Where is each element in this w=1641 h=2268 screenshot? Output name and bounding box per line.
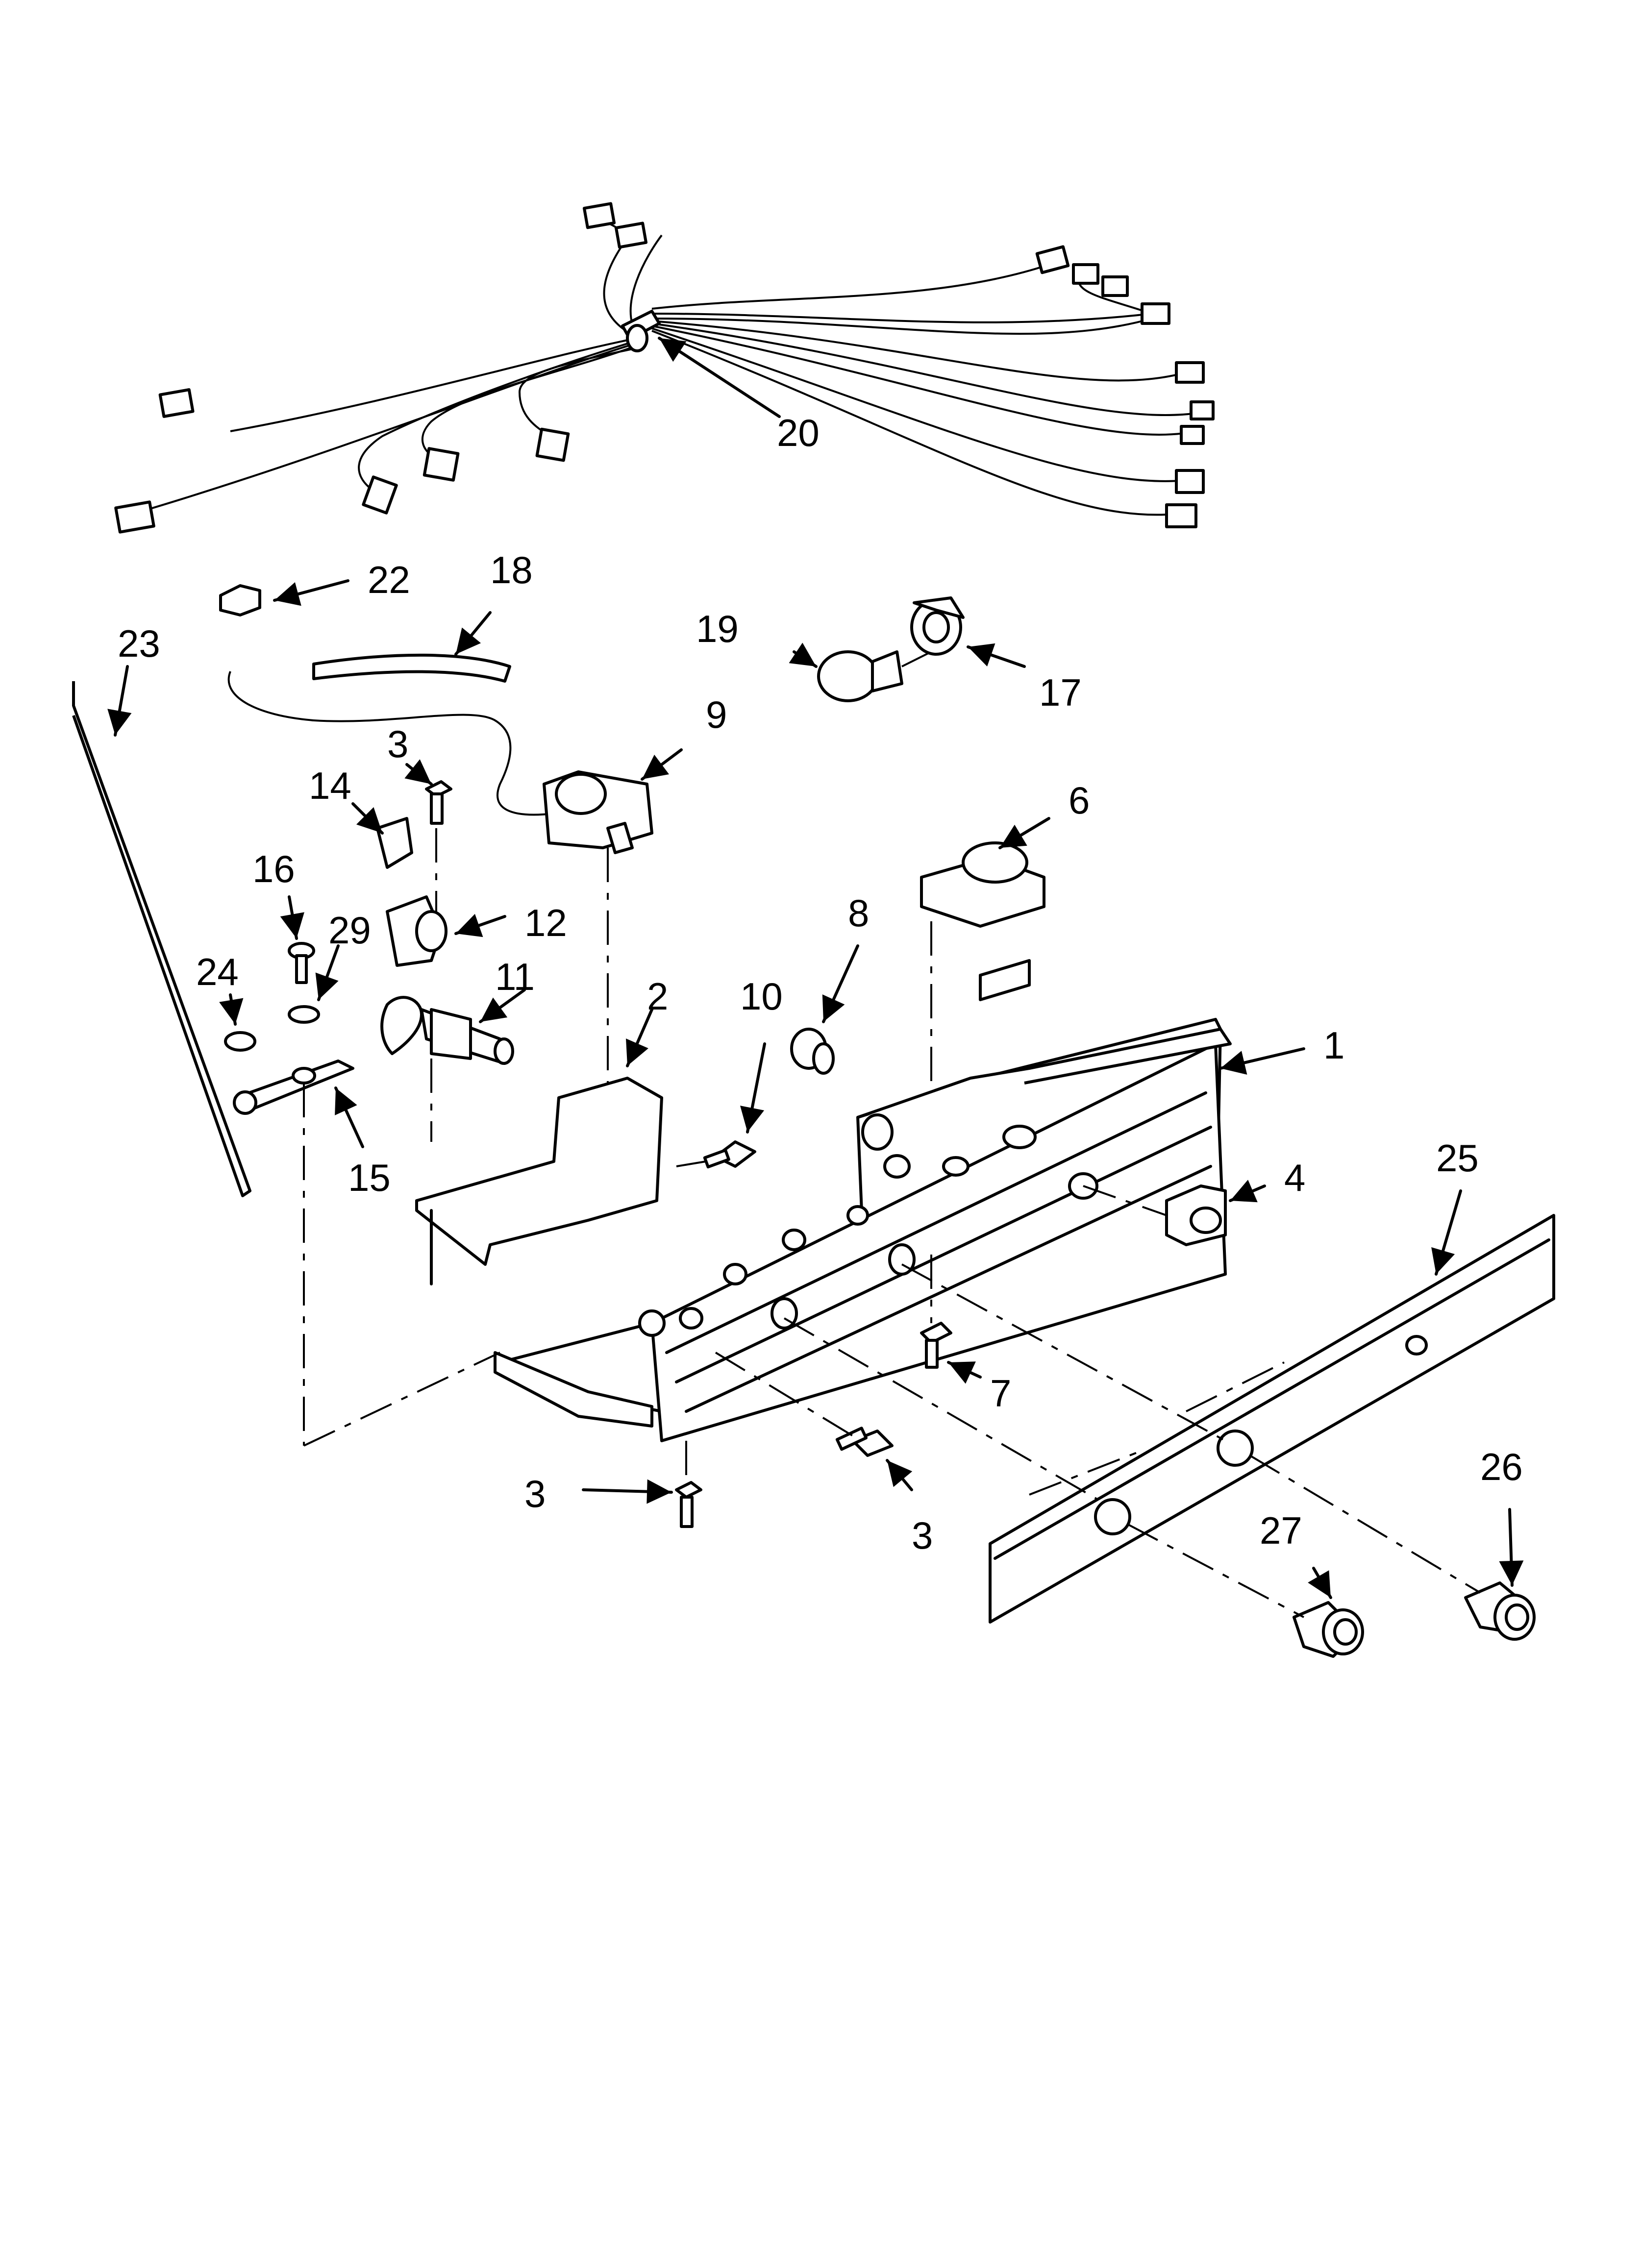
- bracket-part-14: [351, 802, 413, 869]
- light-socket-part-17: [910, 596, 1026, 668]
- screw-part-3-top: [404, 759, 452, 912]
- callout-24: 24: [196, 950, 239, 993]
- bracket-part-2: [415, 1008, 663, 1285]
- callout-29: 29: [328, 909, 371, 952]
- defrost-timer-part-6: [920, 817, 1050, 1176]
- tube-part-18: [227, 611, 554, 816]
- thermostat-part-9: [543, 748, 683, 1142]
- callout-6: 6: [1069, 779, 1090, 822]
- washer-part-24: [219, 993, 256, 1052]
- callout-3-bottom-left: 3: [524, 1472, 546, 1515]
- callout-9: 9: [706, 693, 727, 736]
- callout-11: 11: [495, 955, 535, 998]
- clamp-part-12: [386, 895, 506, 967]
- callout-8: 8: [848, 891, 869, 935]
- callout-18: 18: [490, 548, 533, 592]
- callout-labels: 20 22 18 23 19 17 9 3 14 6 16 12 8 29 24…: [118, 411, 1523, 1557]
- callout-7: 7: [990, 1372, 1011, 1415]
- assembly-lines: [303, 1263, 1481, 1618]
- screw-part-3-bottom-left: [582, 1441, 702, 1528]
- callout-25: 25: [1436, 1136, 1479, 1180]
- screw-part-16: [280, 895, 315, 984]
- callout-22: 22: [368, 558, 410, 601]
- screw-part-7: [920, 1255, 982, 1384]
- callout-20: 20: [777, 411, 820, 454]
- callout-14: 14: [309, 764, 351, 807]
- callout-19: 19: [696, 607, 739, 650]
- callout-4: 4: [1284, 1156, 1305, 1199]
- callout-3-bottom-right: 3: [912, 1514, 933, 1557]
- washer-part-29: [288, 944, 340, 1024]
- knob-part-27: [1293, 1567, 1364, 1658]
- wire-harness-part: [114, 202, 1215, 534]
- callout-23: 23: [118, 622, 160, 665]
- callout-17: 17: [1039, 671, 1082, 714]
- screw-part-3-bottom-right: [715, 1352, 913, 1491]
- rod-part-23: [72, 665, 251, 1197]
- callout-12: 12: [524, 901, 567, 944]
- callout-10: 10: [740, 975, 783, 1018]
- control-panel-part-25: [989, 1189, 1555, 1624]
- knob-part-26: [1464, 1508, 1536, 1641]
- shaft-part-11: [380, 988, 526, 1142]
- switch-part-4: [1083, 1180, 1266, 1246]
- callout-2: 2: [647, 975, 668, 1018]
- light-bulb-part-19: [789, 642, 932, 702]
- screw-part-10: [676, 1042, 766, 1169]
- lever-part-15: [233, 1060, 364, 1446]
- callout-3-top: 3: [387, 722, 408, 765]
- clip-part-22: [219, 579, 349, 616]
- callout-26: 26: [1480, 1445, 1523, 1488]
- control-housing-part-1: [430, 959, 1305, 1442]
- callout-1: 1: [1323, 1024, 1344, 1067]
- callout-27: 27: [1260, 1509, 1302, 1552]
- callout-16: 16: [252, 847, 295, 890]
- callout-15: 15: [348, 1156, 391, 1199]
- grommet-part-8: [790, 944, 859, 1075]
